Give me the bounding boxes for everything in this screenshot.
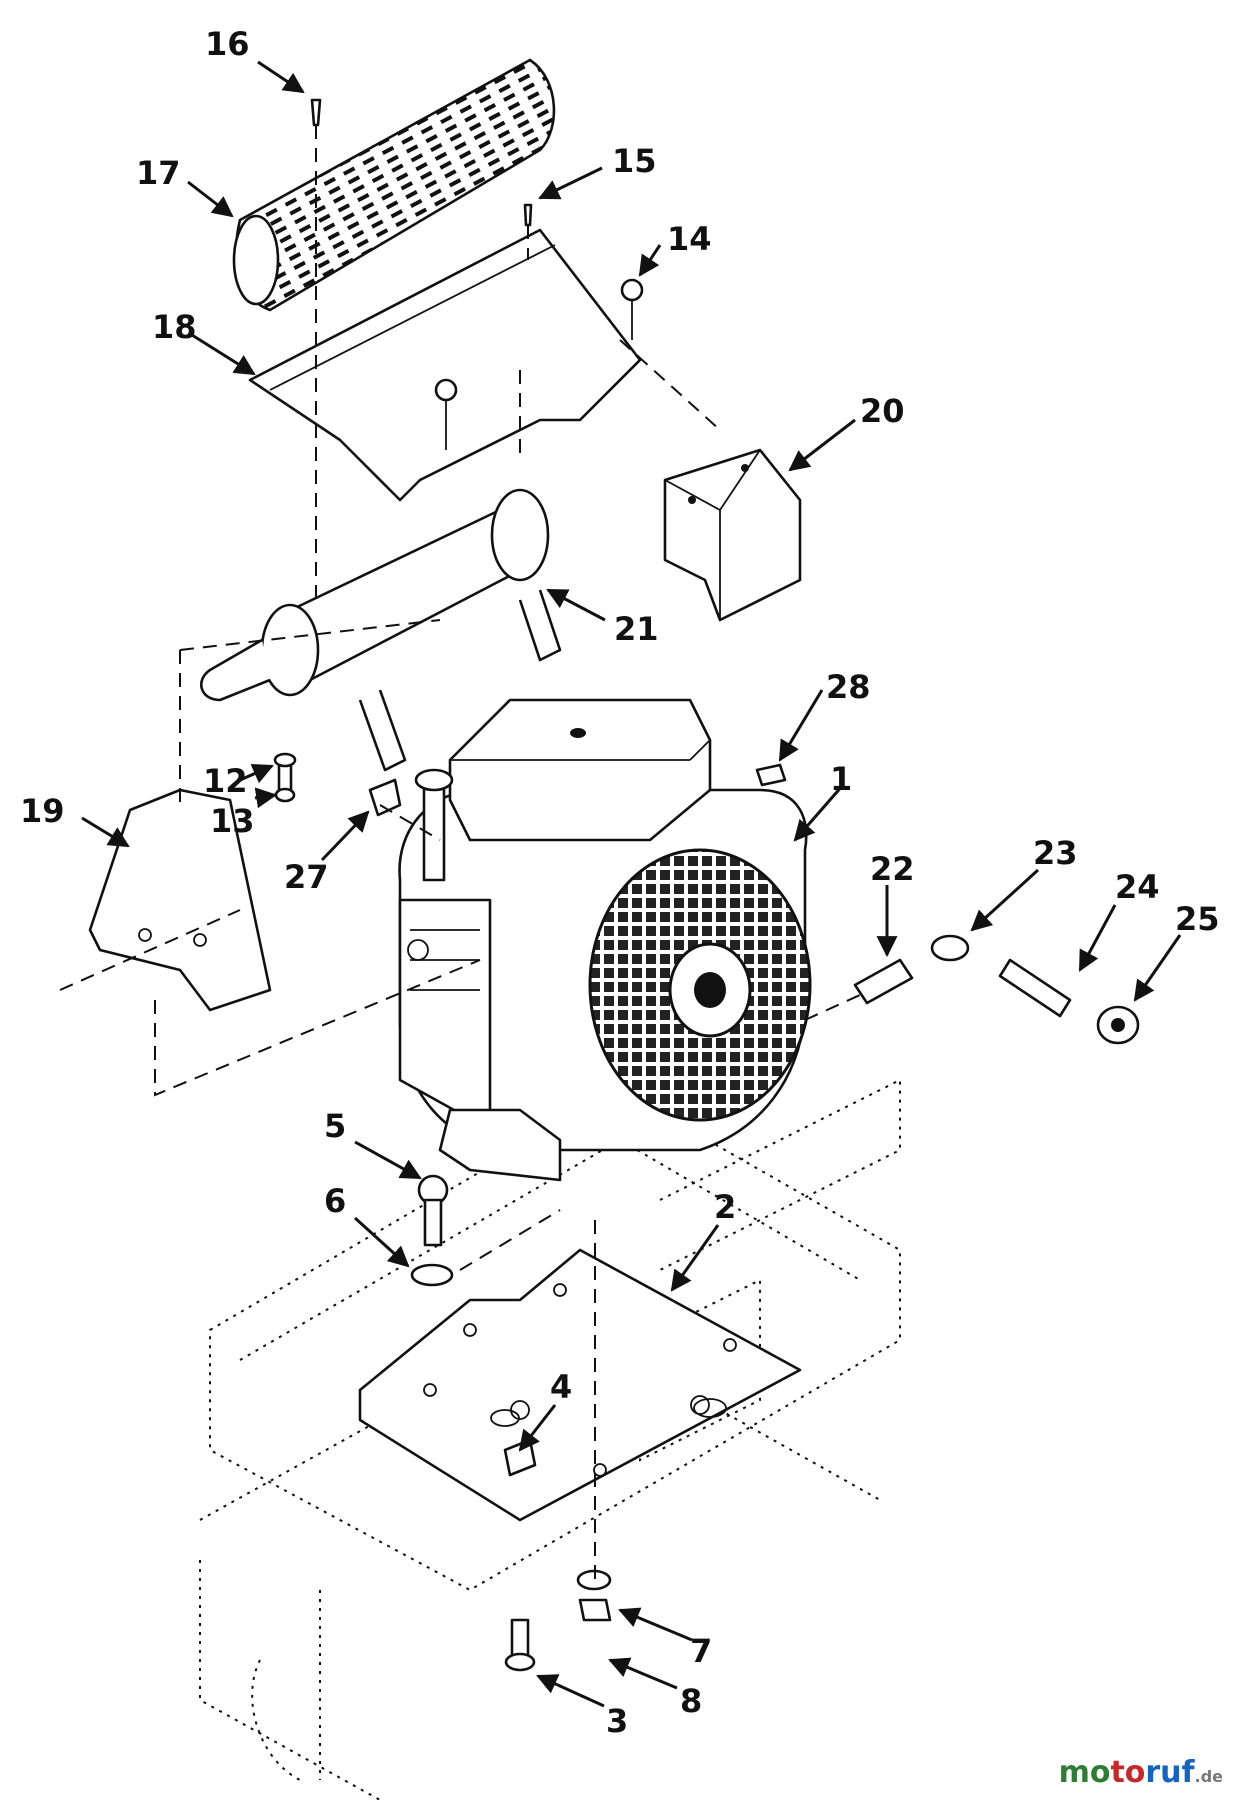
callout-4: 4: [550, 1368, 572, 1406]
callout-16: 16: [205, 25, 250, 63]
engine-mounting-plate: [358, 1248, 802, 1522]
callout-5: 5: [324, 1107, 346, 1145]
watermark-part-4: .de: [1194, 1767, 1223, 1786]
callout-19: 19: [20, 792, 65, 830]
callout-20: 20: [860, 392, 905, 430]
callout-22: 22: [870, 850, 915, 888]
callout-23: 23: [1033, 834, 1078, 872]
callout-21: 21: [614, 610, 659, 648]
callout-28: 28: [826, 668, 871, 706]
callout-6: 6: [324, 1182, 346, 1220]
callout-13: 13: [210, 802, 255, 840]
callout-1: 1: [830, 760, 852, 798]
callout-14: 14: [667, 220, 712, 258]
side-shield: [88, 788, 272, 1012]
callout-24: 24: [1115, 868, 1160, 906]
callout-25: 25: [1175, 900, 1220, 938]
watermark-part-3: ruf: [1145, 1755, 1195, 1790]
callout-17: 17: [136, 154, 181, 192]
air-cleaner-cover: [663, 448, 802, 622]
assembly-lines: [59, 125, 861, 1580]
callout-2: 2: [714, 1188, 736, 1226]
watermark-part-2: to: [1110, 1755, 1146, 1790]
oil-drain-fittings: [853, 934, 1140, 1045]
callout-18: 18: [152, 308, 197, 346]
muffler-heat-shield: [248, 228, 642, 502]
muffler: [200, 488, 562, 772]
hardware-parts: [273, 98, 787, 1672]
callout-8: 8: [680, 1682, 702, 1720]
callout-labels: 16 15 14 17 18 20 21 28 1 12 13 19 27 22…: [20, 25, 1220, 1740]
callout-7: 7: [690, 1632, 712, 1670]
watermark-part-1: mo: [1058, 1755, 1111, 1790]
callout-27: 27: [284, 858, 329, 896]
watermark-logo: motoruf.de: [1059, 1755, 1223, 1790]
callout-12: 12: [203, 762, 248, 800]
callout-3: 3: [606, 1702, 628, 1740]
engine-assembly: [398, 698, 812, 1182]
callout-arrows: [81, 60, 1182, 1708]
callout-15: 15: [612, 142, 657, 180]
